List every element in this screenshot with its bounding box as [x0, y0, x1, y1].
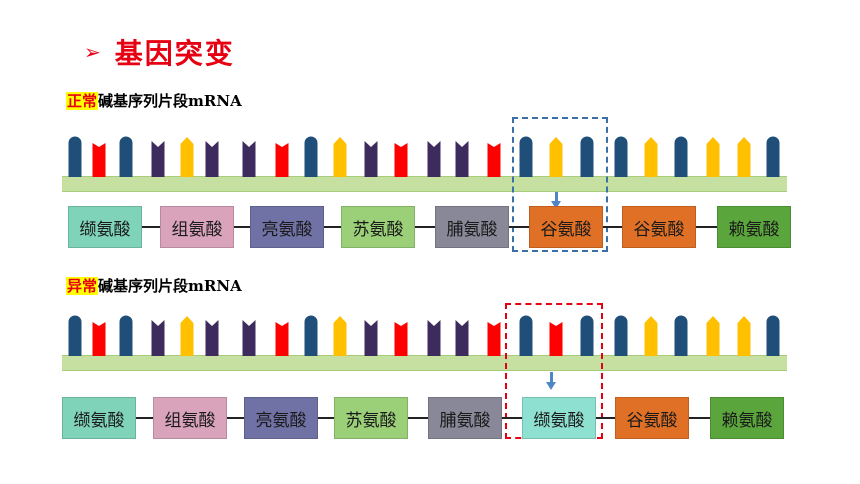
normal-base-g-12 — [394, 143, 408, 177]
normal-arrow-down-icon — [551, 192, 561, 209]
abnormal-base-c-23 — [737, 316, 751, 356]
abnormal-amino-acid-2: 组氨酸 — [153, 397, 227, 439]
abnormal-base-c-10 — [333, 316, 347, 356]
normal-amino-acid-6: 谷氨酸 — [529, 206, 603, 248]
normal-base-c-22 — [706, 137, 720, 177]
abnormal-arrow-down-icon — [546, 372, 556, 390]
abnormal-base-u-9 — [304, 315, 318, 356]
abnormal-base-g-2 — [92, 322, 106, 356]
abnormal-peptide-bond-line — [62, 417, 784, 419]
abnormal-amino-acid-5: 脯氨酸 — [428, 397, 502, 439]
normal-amino-acid-1: 缬氨酸 — [68, 206, 142, 248]
abnormal-base-a-7 — [242, 320, 256, 356]
abnormal-base-g-12 — [394, 322, 408, 356]
bullet-arrow-icon: ➢ — [84, 40, 101, 64]
abnormal-amino-acid-8: 赖氨酸 — [710, 397, 784, 439]
heading: ➢ 基因突变 — [84, 32, 235, 72]
normal-mrna-strand — [62, 176, 787, 192]
abnormal-base-u-3 — [119, 315, 133, 356]
normal-base-a-6 — [205, 141, 219, 177]
abnormal-base-u-19 — [614, 315, 628, 356]
normal-base-u-19 — [614, 136, 628, 177]
abnormal-amino-acid-1: 缬氨酸 — [62, 397, 136, 439]
abnormal-base-a-14 — [455, 320, 469, 356]
normal-base-u-1 — [68, 136, 82, 177]
abnormal-amino-acid-4: 苏氨酸 — [334, 397, 408, 439]
normal-base-u-24 — [766, 136, 780, 177]
normal-base-c-23 — [737, 137, 751, 177]
normal-base-a-4 — [151, 141, 165, 177]
normal-base-u-9 — [304, 136, 318, 177]
normal-amino-acid-8: 赖氨酸 — [717, 206, 791, 248]
normal-base-g-15 — [487, 143, 501, 177]
normal-amino-acid-3: 亮氨酸 — [250, 206, 324, 248]
abnormal-label-text: 碱基序列片段mRNA — [98, 277, 242, 295]
abnormal-base-a-11 — [364, 320, 378, 356]
abnormal-base-c-20 — [644, 316, 658, 356]
normal-base-c-5 — [180, 137, 194, 177]
abnormal-base-u-1 — [68, 315, 82, 356]
normal-base-c-10 — [333, 137, 347, 177]
abnormal-base-a-13 — [427, 320, 441, 356]
normal-codon-highlight-box — [512, 117, 608, 252]
normal-base-g-2 — [92, 143, 106, 177]
normal-amino-acid-7: 谷氨酸 — [622, 206, 696, 248]
abnormal-base-c-22 — [706, 316, 720, 356]
abnormal-amino-acid-7: 谷氨酸 — [615, 397, 689, 439]
normal-base-u-3 — [119, 136, 133, 177]
normal-amino-acid-2: 组氨酸 — [160, 206, 234, 248]
normal-peptide-bond-line — [68, 226, 791, 228]
normal-base-a-11 — [364, 141, 378, 177]
abnormal-tag: 异常 — [66, 277, 99, 295]
abnormal-base-a-4 — [151, 320, 165, 356]
normal-base-c-20 — [644, 137, 658, 177]
abnormal-section-label: 异常碱基序列片段mRNA — [66, 275, 242, 296]
normal-base-g-8 — [275, 143, 289, 177]
abnormal-base-u-24 — [766, 315, 780, 356]
normal-tag: 正常 — [66, 92, 99, 110]
normal-base-a-14 — [455, 141, 469, 177]
abnormal-base-g-15 — [487, 322, 501, 356]
normal-base-u-21 — [674, 136, 688, 177]
page-title: 基因突变 — [114, 37, 235, 70]
normal-base-a-13 — [427, 141, 441, 177]
normal-amino-acid-5: 脯氨酸 — [435, 206, 509, 248]
abnormal-base-g-8 — [275, 322, 289, 356]
abnormal-base-u-21 — [674, 315, 688, 356]
abnormal-base-c-5 — [180, 316, 194, 356]
abnormal-base-a-6 — [205, 320, 219, 356]
normal-amino-acid-4: 苏氨酸 — [341, 206, 415, 248]
abnormal-amino-acid-3: 亮氨酸 — [244, 397, 318, 439]
normal-section-label: 正常碱基序列片段mRNA — [66, 90, 242, 111]
normal-label-text: 碱基序列片段mRNA — [98, 92, 242, 110]
normal-base-a-7 — [242, 141, 256, 177]
abnormal-amino-acid-6: 缬氨酸 — [522, 397, 596, 439]
abnormal-mrna-strand — [62, 355, 787, 371]
